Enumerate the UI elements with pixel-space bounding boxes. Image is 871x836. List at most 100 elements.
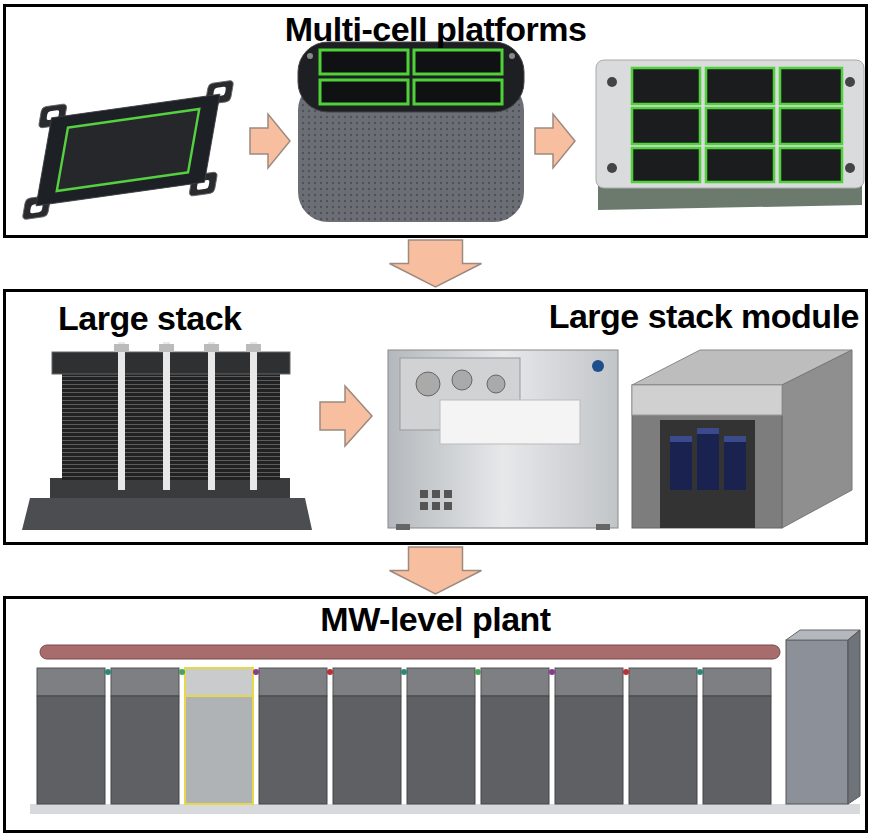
plant-layout-part (327, 669, 333, 675)
plant-layout-part (549, 669, 555, 675)
panel-title: Multi-cell platforms (285, 9, 587, 49)
plant-layout-part (253, 669, 259, 675)
panel-box: MW-level plant (3, 596, 868, 833)
plant-layout-part (848, 630, 860, 804)
nine-cell-plate-part (706, 148, 774, 182)
step-arrow-part (320, 386, 372, 446)
stack-module-part (416, 372, 440, 396)
plant-layout-part (407, 668, 475, 696)
panel-title: Large stack module (549, 296, 859, 336)
four-cell-block-part (320, 80, 408, 104)
stack-module-part (388, 350, 618, 528)
stack-module-part (420, 502, 428, 510)
module-cutaway-part (724, 440, 746, 490)
plant-layout (30, 630, 860, 814)
stack-module-part (396, 524, 410, 530)
plant-layout-part (40, 645, 780, 659)
module-cutaway (632, 350, 852, 528)
plant-layout-part (703, 668, 771, 696)
step-arrow (320, 386, 372, 446)
nine-cell-plate-part (780, 68, 842, 104)
step-arrow-part (250, 114, 290, 168)
plant-layout-part (37, 668, 105, 696)
step-arrow (250, 114, 575, 168)
stack-module-part (452, 370, 472, 390)
four-cell-block-part (414, 80, 502, 104)
plant-layout-part (401, 669, 407, 675)
large-stack (22, 342, 312, 530)
nine-cell-plate-part (845, 163, 855, 173)
plant-layout-part (179, 669, 185, 675)
panel-box: Multi-cell platforms (3, 4, 868, 238)
plant-layout-part (105, 669, 111, 675)
module-cutaway-part (660, 420, 755, 528)
module-cutaway-part (782, 350, 852, 528)
plant-layout-part (481, 668, 549, 696)
module-cutaway-part (697, 428, 719, 434)
module-cutaway-part (724, 436, 746, 442)
plant-layout-part (629, 668, 697, 696)
plant-layout-part (475, 669, 481, 675)
nine-cell-plate-part (596, 60, 864, 188)
plant-layout-part (185, 668, 253, 696)
large-stack-part (118, 342, 125, 490)
plant-layout-part (629, 696, 697, 804)
plant-layout-part (555, 696, 623, 804)
four-cell-block-part (414, 50, 502, 74)
large-stack-part (159, 344, 174, 352)
plant-layout-part (555, 668, 623, 696)
large-stack-part (204, 344, 219, 352)
plant-layout-part (786, 630, 860, 640)
stack-module-part (592, 360, 604, 372)
plant-layout-part (111, 696, 179, 804)
module-cutaway-part (670, 440, 692, 490)
nine-cell-plate-part (632, 108, 700, 144)
nine-cell-plate-part (607, 163, 617, 173)
stack-module-part (432, 502, 440, 510)
stack-module-part (596, 524, 610, 530)
stack-module (388, 350, 618, 530)
nine-cell-plate-part (706, 68, 774, 104)
large-stack-part (114, 344, 129, 352)
plant-layout-part (481, 696, 549, 804)
four-cell-block-part (509, 53, 515, 59)
large-stack-part (246, 344, 261, 352)
large-stack-part (22, 498, 312, 530)
module-cutaway-part (670, 436, 692, 442)
stack-module-part (440, 400, 580, 444)
stack-module-part (444, 490, 452, 498)
step-arrow-part (535, 114, 575, 168)
four-cell-block-part (320, 50, 408, 74)
large-stack-part (62, 372, 280, 480)
large-stack-part (208, 342, 215, 490)
plant-layout-part (703, 696, 771, 804)
large-stack-part (250, 342, 257, 490)
single-cell-plate-part (36, 94, 220, 206)
four-cell-block-part (307, 53, 313, 59)
flow-arrow (390, 547, 482, 594)
module-cutaway-part (632, 385, 782, 415)
four-cell-block-part (298, 42, 524, 112)
stack-module-part (444, 502, 452, 510)
panel-title: MW-level plant (320, 599, 550, 639)
plant-layout-part (786, 640, 848, 804)
nine-cell-plate-part (845, 77, 855, 87)
plant-layout-part (30, 804, 860, 814)
plant-layout-part (623, 669, 629, 675)
nine-cell-plate-part (632, 148, 700, 182)
nine-cell-plate-part (706, 108, 774, 144)
nine-cell-plate-part (780, 108, 842, 144)
nine-cell-plate-part (780, 148, 842, 182)
nine-cell-plate-part (607, 77, 617, 87)
large-stack-part (62, 372, 280, 480)
four-cell-block (298, 42, 524, 222)
nine-cell-plate (596, 60, 864, 210)
plant-layout-part (111, 668, 179, 696)
single-cell-plate (22, 80, 234, 220)
panel-title: Large stack (58, 298, 242, 338)
plant-layout-part (333, 696, 401, 804)
stack-module-part (487, 375, 505, 393)
